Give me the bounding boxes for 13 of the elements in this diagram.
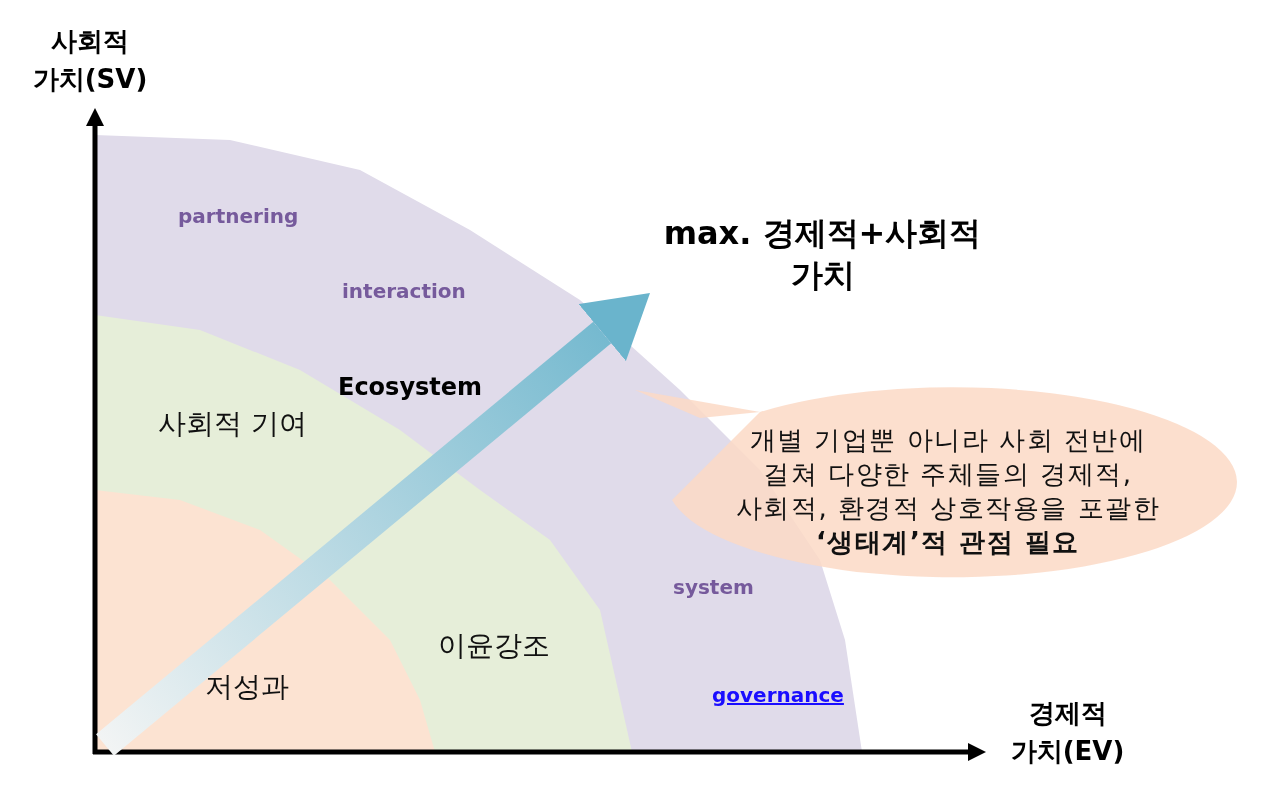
region-label: system [673, 575, 754, 599]
goal-label: max. 경제적+사회적 가치 [650, 212, 995, 298]
region-label: 저성과 [205, 669, 289, 705]
arrow-label: Ecosystem [338, 372, 483, 403]
link: governance [712, 683, 844, 707]
callout-text: 개별 기업뿐 아니라 사회 전반에 걸쳐 다양한 주체들의 경제적, 사회적, 환경적 상호작용을 포괄한 ‘생태계’적 관점 필요 [734, 424, 1162, 559]
axis-label: 경제적 가치(EV) [1009, 697, 1126, 768]
region-label: partnering [178, 204, 299, 228]
region-label: 이윤강조 [438, 628, 550, 664]
region-band [95, 490, 435, 752]
axis-label: 사회적 가치(SV) [31, 25, 149, 96]
region-label: interaction [342, 279, 466, 303]
region-label: 사회적 기여 [158, 406, 307, 442]
